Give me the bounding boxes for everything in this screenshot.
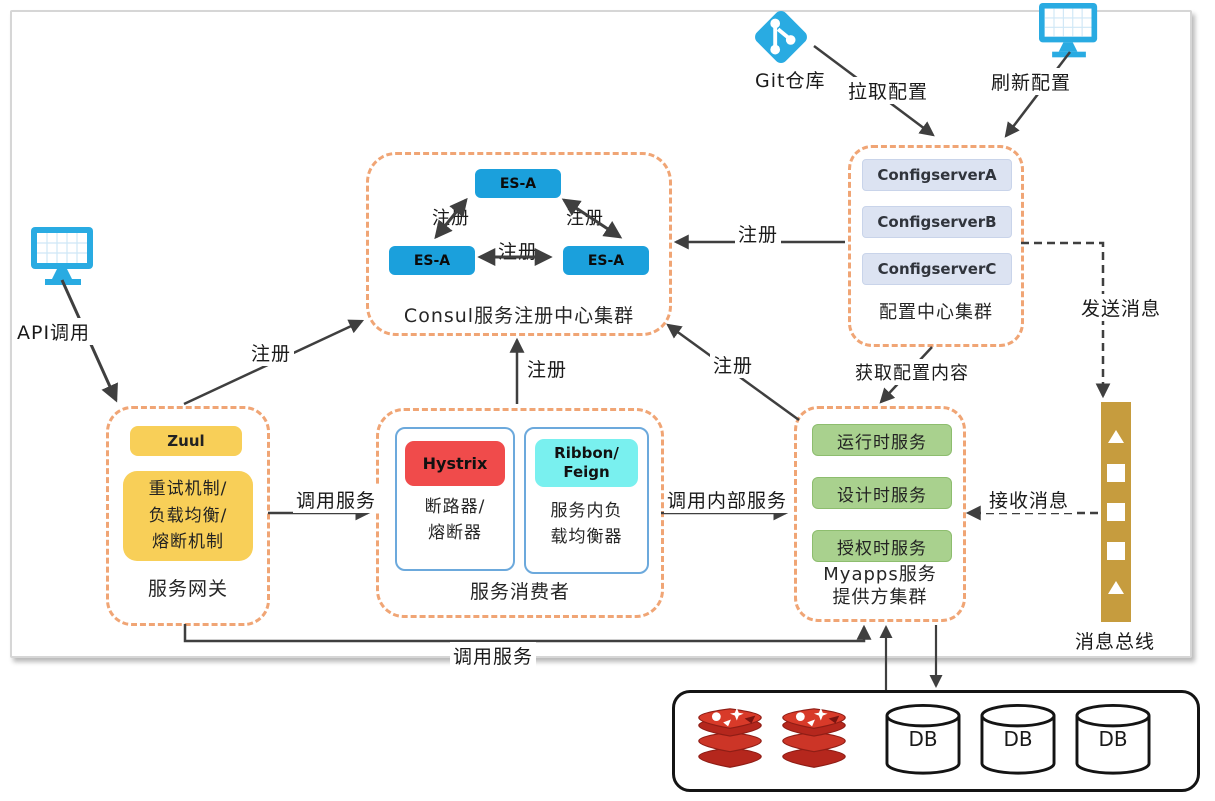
provider-cluster: 运行时服务 设计时服务 授权时服务 Myapps服务 提供方集群 xyxy=(794,406,966,622)
designtime-service-node: 设计时服务 xyxy=(812,477,952,509)
consul-cluster: ES-A ES-A ES-A 注册 注册 注册 Consul服务注册中心集群 xyxy=(366,152,672,336)
db-cylinder-icon xyxy=(980,703,1056,775)
call-service-label: 调用服务 xyxy=(293,486,380,513)
db-label: DB xyxy=(1003,727,1033,751)
register-label: 注册 xyxy=(248,339,295,366)
consul-cluster-title: Consul服务注册中心集群 xyxy=(403,305,635,327)
config-cluster: ConfigserverA ConfigserverB Configserver… xyxy=(848,145,1024,347)
pull-config-label: 拉取配置 xyxy=(845,77,932,104)
gateway-mechanism-node: 重试机制/ 负载均衡/ 熔断机制 xyxy=(148,479,228,553)
consumer-cluster: Hystrix 断路器/ 熔断器 Ribbon/ Feign 服务内负 载均衡器… xyxy=(376,408,664,618)
db-cylinder-icon xyxy=(1075,703,1151,775)
consumer-cluster-title: 服务消费者 xyxy=(469,581,570,603)
register-edge-label: 注册 xyxy=(563,204,607,230)
get-config-label: 获取配置内容 xyxy=(852,359,972,385)
redis-icon xyxy=(698,707,762,768)
call-internal-service-label: 调用内部服务 xyxy=(664,486,791,513)
esa-node-right: ES-A xyxy=(563,246,649,275)
bus-up-arrow-icon xyxy=(1108,581,1124,594)
configserver-b-node: ConfigserverB xyxy=(862,206,1012,238)
git-icon xyxy=(755,11,807,63)
message-bus-icon xyxy=(1101,402,1131,622)
monitor-icon xyxy=(31,227,93,285)
provider-cluster-title: Myapps服务 提供方集群 xyxy=(823,564,937,609)
configserver-a-node: ConfigserverA xyxy=(862,159,1012,191)
receive-message-label: 接收消息 xyxy=(986,486,1073,513)
db-label: DB xyxy=(1098,727,1128,751)
gateway-cluster-title: 服务网关 xyxy=(147,578,228,600)
ribbon-feign-node: Ribbon/ Feign xyxy=(535,439,638,487)
bus-queue-slot xyxy=(1107,464,1125,482)
esa-node-left: ES-A xyxy=(389,246,475,275)
message-bus-title: 消息总线 xyxy=(1072,627,1159,654)
gateway-cluster: Zuul 重试机制/ 负载均衡/ 熔断机制 服务网关 xyxy=(106,406,270,626)
configserver-c-node: ConfigserverC xyxy=(862,253,1012,285)
register-label: 注册 xyxy=(710,351,757,378)
call-service-bottom-label: 调用服务 xyxy=(450,642,537,669)
ribbon-desc: 服务内负 载均衡器 xyxy=(550,501,623,547)
bus-queue-slot xyxy=(1107,542,1125,560)
api-call-label: API调用 xyxy=(14,318,94,345)
zuul-node: Zuul xyxy=(130,426,242,456)
redis-icon xyxy=(782,707,846,768)
db-label: DB xyxy=(908,727,938,751)
hystrix-panel: Hystrix 断路器/ 熔断器 xyxy=(395,427,515,571)
hystrix-node: Hystrix xyxy=(405,441,505,486)
hystrix-desc: 断路器/ 熔断器 xyxy=(424,497,486,543)
send-message-label: 发送消息 xyxy=(1078,294,1165,321)
esa-node-top: ES-A xyxy=(475,169,561,198)
register-edge-label: 注册 xyxy=(429,204,473,230)
register-edge-label: 注册 xyxy=(495,237,542,264)
storage-box: DB DB DB xyxy=(672,690,1200,792)
authtime-service-node: 授权时服务 xyxy=(812,530,952,562)
refresh-config-label: 刷新配置 xyxy=(988,68,1075,95)
runtime-service-node: 运行时服务 xyxy=(812,424,952,456)
bus-queue-slot xyxy=(1107,503,1125,521)
monitor-icon xyxy=(1039,2,1098,58)
git-repo-label: Git仓库 xyxy=(752,66,829,93)
ribbon-panel: Ribbon/ Feign 服务内负 载均衡器 xyxy=(524,427,649,574)
bus-up-arrow-icon xyxy=(1108,430,1124,443)
db-cylinder-icon xyxy=(885,703,961,775)
register-label: 注册 xyxy=(524,355,571,382)
register-label: 注册 xyxy=(735,220,782,247)
config-cluster-title: 配置中心集群 xyxy=(879,302,993,323)
